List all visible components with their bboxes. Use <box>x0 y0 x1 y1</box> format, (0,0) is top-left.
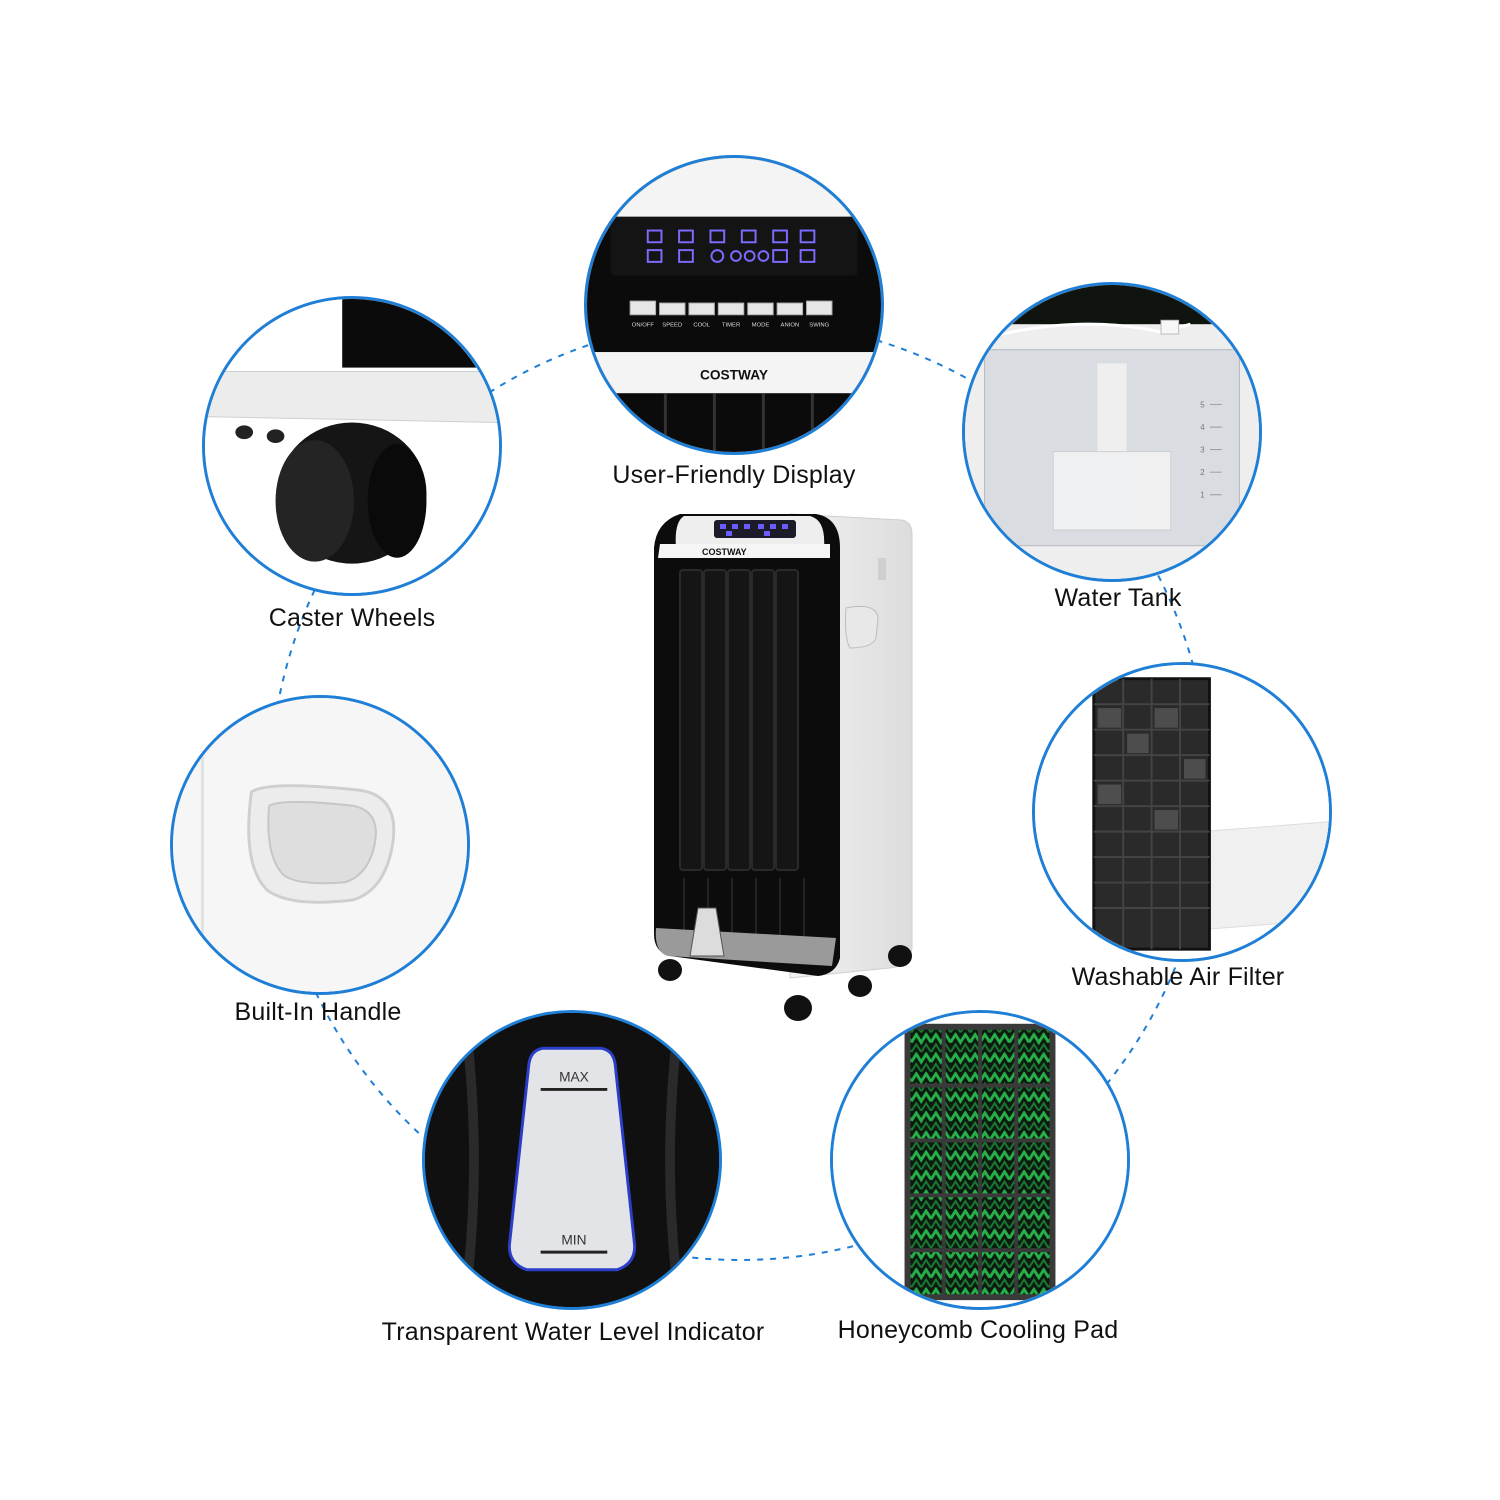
caption-filter: Washable Air Filter <box>1071 963 1285 991</box>
water-tank-icon: 5 4 3 2 1 <box>962 282 1262 582</box>
caption-tank: Water Tank <box>1054 584 1182 612</box>
tank-scale-3: 3 <box>1200 446 1205 455</box>
control-panel-icon: ON/OFF SPEED COOL TIMER MODE ANION SWING… <box>584 155 884 455</box>
button-label-timer: TIMER <box>722 323 740 329</box>
handle-icon <box>170 695 470 995</box>
button-label-speed: SPEED <box>662 323 682 329</box>
caption-pad: Honeycomb Cooling Pad <box>837 1316 1119 1344</box>
brand-logo: COSTWAY <box>700 367 768 382</box>
tank-scale-1: 1 <box>1200 491 1204 500</box>
button-label-mode: MODE <box>752 323 770 329</box>
caption-handle: Built-In Handle <box>234 998 402 1026</box>
tank-scale-4: 4 <box>1200 423 1205 432</box>
tank-scale-2: 2 <box>1200 468 1204 477</box>
caster-wheel-icon <box>202 296 502 596</box>
caption-indicator: Transparent Water Level Indicator <box>381 1318 765 1346</box>
button-label-onoff: ON/OFF <box>632 323 655 329</box>
cooling-pad-icon <box>830 1010 1130 1310</box>
min-label: MIN <box>561 1232 586 1247</box>
svg-text:COSTWAY: COSTWAY <box>702 547 747 557</box>
air-filter-icon <box>1032 662 1332 962</box>
air-cooler-product: COSTWAY <box>654 513 913 1021</box>
button-label-anion: ANION <box>781 323 800 329</box>
button-label-swing: SWING <box>809 323 829 329</box>
tank-scale-5: 5 <box>1200 401 1205 410</box>
water-level-indicator-icon: MAX MIN <box>422 1010 722 1310</box>
button-label-cool: COOL <box>693 323 710 329</box>
caption-display: User-Friendly Display <box>612 461 856 489</box>
caption-wheels: Caster Wheels <box>268 604 436 632</box>
max-label: MAX <box>559 1070 589 1085</box>
